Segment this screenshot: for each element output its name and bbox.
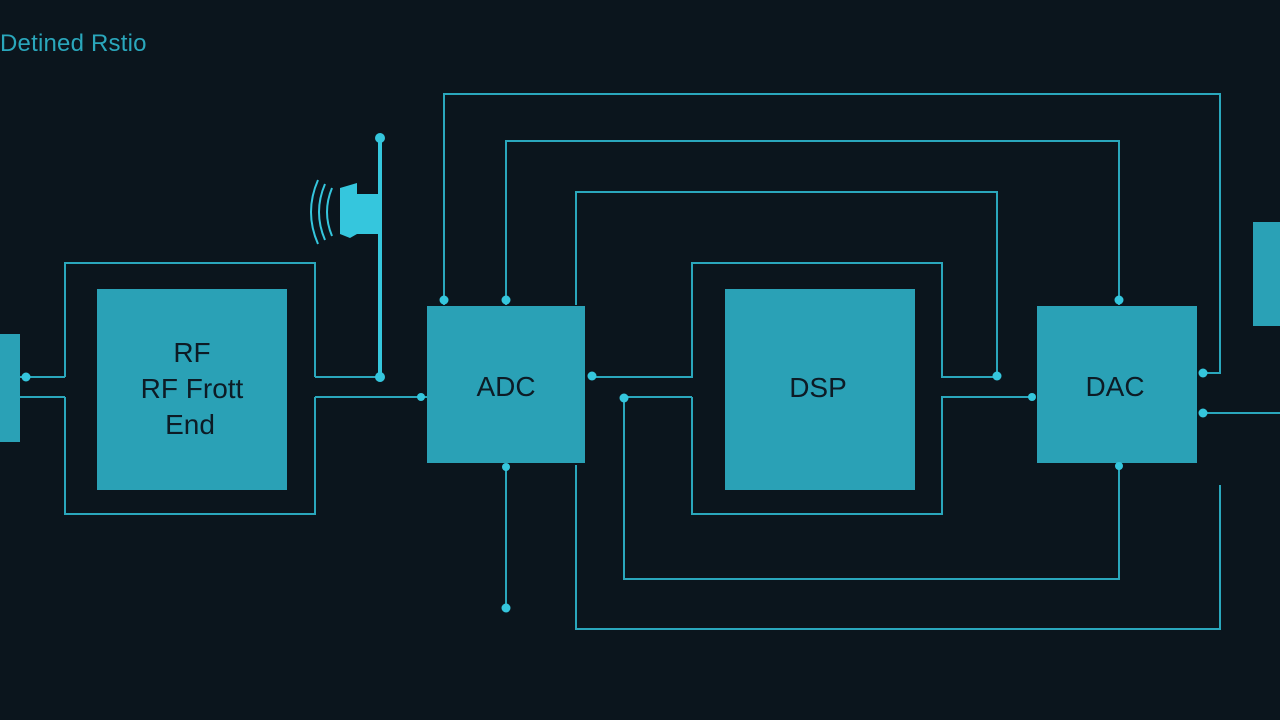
node-dac-right-bottom <box>1198 408 1208 418</box>
node-dsp-right <box>992 371 1002 381</box>
node-dac-in <box>1028 393 1036 401</box>
wire-second-loop <box>505 140 1120 305</box>
wire-lower-loop <box>623 397 1120 580</box>
wire-third-loop <box>575 191 998 377</box>
node-dac-top <box>1114 295 1124 305</box>
output-port <box>1253 222 1280 326</box>
signal-waves-icon <box>310 179 333 245</box>
rf-enclosure <box>64 262 316 377</box>
node-adc-in <box>417 393 425 401</box>
antenna-icon <box>340 133 385 377</box>
block-rf-front-end: RF RF Frott End <box>97 289 287 490</box>
wire-bottom-loop <box>575 465 1221 630</box>
node-adc-top-2 <box>501 295 511 305</box>
wire-outer-loop <box>443 93 1221 374</box>
node-adc-out <box>587 371 597 381</box>
node-dac-bottom <box>1115 462 1123 470</box>
connection-wires <box>20 93 1280 630</box>
diagram-title: Detined Rstio <box>0 30 147 57</box>
adc-label: ADC <box>476 371 535 402</box>
dsp-label: DSP <box>789 372 847 403</box>
rf-enclosure-lower <box>64 397 316 515</box>
rf-front-end-label-3: End <box>165 409 215 440</box>
rf-front-end-label-1: RF <box>173 337 210 368</box>
input-port <box>0 334 20 442</box>
node-adc-bottom <box>502 463 510 471</box>
rf-front-end-label-2: RF Frott <box>141 373 244 404</box>
block-adc: ADC <box>427 306 585 463</box>
block-dsp: DSP <box>725 289 915 490</box>
node-adc-lower <box>619 393 629 403</box>
node-dac-right-top <box>1198 368 1208 378</box>
node-adc-drop <box>501 603 511 613</box>
dsp-enclosure-bottom <box>691 396 1032 515</box>
block-dac: DAC <box>1037 306 1197 463</box>
dsp-enclosure-top <box>592 262 997 378</box>
connection-nodes <box>21 295 1208 613</box>
dac-label: DAC <box>1085 371 1144 402</box>
node-antenna-base <box>375 372 385 382</box>
node-adc-top-1 <box>439 295 449 305</box>
node-input <box>21 372 31 382</box>
